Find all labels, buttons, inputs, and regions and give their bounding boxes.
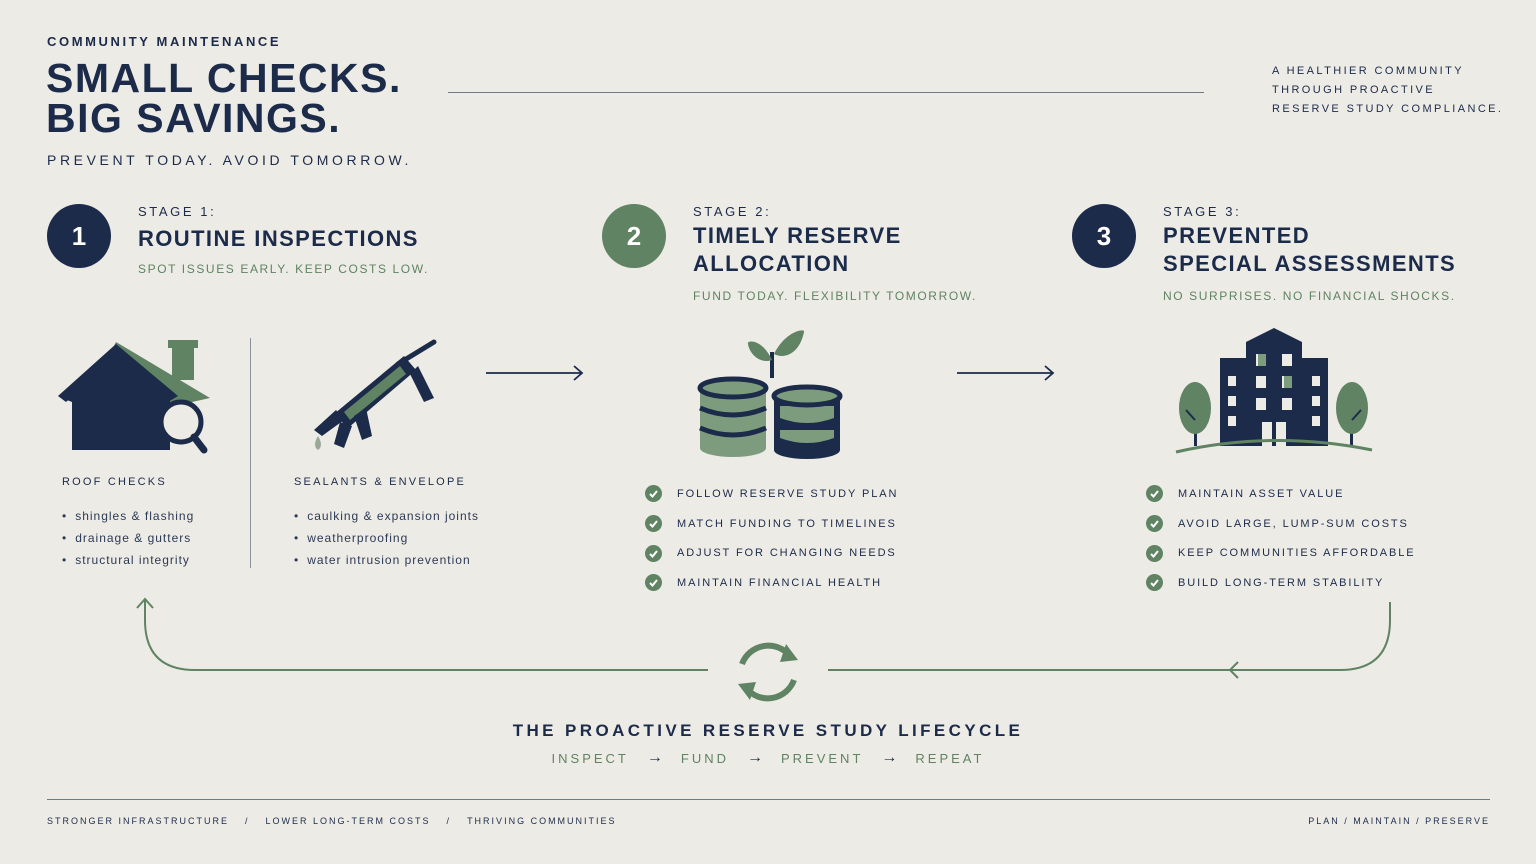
tagline-line-3: RESERVE STUDY COMPLIANCE.	[1272, 103, 1504, 115]
stage-2-title-line-1: TIMELY RESERVE	[693, 223, 902, 248]
checklist-text: BUILD LONG-TERM STABILITY	[1178, 576, 1385, 589]
checklist-text: MATCH FUNDING TO TIMELINES	[677, 517, 897, 530]
refresh-cycle-icon	[738, 642, 798, 702]
checklist-text: KEEP COMMUNITIES AFFORDABLE	[1178, 547, 1416, 560]
roof-checks-title: ROOF CHECKS	[62, 476, 167, 488]
footer-item: THRIVING COMMUNITIES	[467, 816, 617, 826]
footer-item: STRONGER INFRASTRUCTURE	[47, 816, 230, 826]
stage-3-title: PREVENTED SPECIAL ASSESSMENTS	[1163, 222, 1456, 278]
list-item: weatherproofing	[294, 527, 479, 549]
check-icon	[1146, 544, 1163, 562]
sealants-envelope-list: caulking & expansion joints weatherproof…	[294, 505, 479, 571]
list-item: MAINTAIN ASSET VALUE	[1146, 479, 1416, 509]
lifecycle-step: FUND	[680, 750, 729, 766]
check-icon	[1146, 515, 1163, 533]
stage-1-number-badge: 1	[47, 204, 111, 268]
check-icon	[645, 515, 662, 533]
list-item: FOLLOW RESERVE STUDY PLAN	[645, 479, 898, 509]
check-icon	[1146, 574, 1163, 592]
stage-1-title: ROUTINE INSPECTIONS	[138, 225, 419, 253]
list-item: caulking & expansion joints	[294, 505, 479, 527]
check-icon	[645, 544, 662, 562]
footer-separator: /	[446, 816, 452, 826]
stage-3-subtitle: NO SURPRISES. NO FINANCIAL SHOCKS.	[1163, 289, 1456, 303]
tagline: A HEALTHIER COMMUNITY THROUGH PROACTIVE …	[1272, 62, 1503, 119]
eyebrow-label: COMMUNITY MAINTENANCE	[47, 34, 282, 49]
stage-2-title: TIMELY RESERVE ALLOCATION	[693, 222, 902, 278]
lifecycle-steps: INSPECT → FUND → PREVENT → REPEAT	[0, 749, 1536, 767]
check-icon	[1146, 485, 1163, 503]
footer-divider	[47, 799, 1490, 800]
lifecycle-step: REPEAT	[915, 750, 985, 766]
footer-item: LOWER LONG-TERM COSTS	[265, 816, 431, 826]
lifecycle-step: INSPECT	[551, 750, 629, 766]
arrow-right-icon	[486, 365, 584, 381]
list-item: BUILD LONG-TERM STABILITY	[1146, 568, 1416, 598]
tagline-line-1: A HEALTHIER COMMUNITY	[1272, 65, 1464, 77]
stage-3-title-line-1: PREVENTED	[1163, 223, 1311, 248]
stage-2-title-line-2: ALLOCATION	[693, 251, 850, 276]
stage-2-subtitle: FUND TODAY. FLEXIBILITY TOMORROW.	[693, 289, 977, 303]
footer-left: STRONGER INFRASTRUCTURE / LOWER LONG-TER…	[47, 816, 617, 826]
list-item: water intrusion prevention	[294, 549, 479, 571]
check-icon	[645, 574, 662, 592]
headline-line-2: BIG SAVINGS.	[46, 95, 342, 141]
lifecycle-step: PREVENT	[780, 750, 864, 766]
stage-1-subtitle: SPOT ISSUES EARLY. KEEP COSTS LOW.	[138, 262, 429, 276]
stage-2-label: STAGE 2:	[693, 204, 772, 219]
checklist-text: MAINTAIN ASSET VALUE	[1178, 487, 1345, 500]
headline-line-1: SMALL CHECKS.	[46, 55, 402, 101]
coin-stack-right	[771, 384, 843, 459]
list-item: KEEP COMMUNITIES AFFORDABLE	[1146, 538, 1416, 568]
sealants-envelope-title: SEALANTS & ENVELOPE	[294, 476, 467, 488]
coin-stack-left	[697, 376, 769, 457]
arrow-right-icon: →	[881, 749, 898, 766]
checklist-text: AVOID LARGE, LUMP-SUM COSTS	[1178, 517, 1409, 530]
list-item: MAINTAIN FINANCIAL HEALTH	[645, 568, 898, 598]
list-item: MATCH FUNDING TO TIMELINES	[645, 509, 898, 539]
page-headline: SMALL CHECKS. BIG SAVINGS.	[46, 55, 402, 141]
list-item: structural integrity	[62, 549, 194, 571]
caulk-gun-icon	[314, 339, 437, 450]
list-item: AVOID LARGE, LUMP-SUM COSTS	[1146, 509, 1416, 539]
stage-1-title-line-1: ROUTINE INSPECTIONS	[138, 226, 419, 251]
check-icon	[645, 485, 662, 503]
stage-3-label: STAGE 3:	[1163, 204, 1242, 219]
header-divider	[448, 92, 1204, 93]
list-item: shingles & flashing	[62, 505, 194, 527]
arrow-right-icon	[957, 365, 1055, 381]
tagline-line-2: THROUGH PROACTIVE	[1272, 84, 1436, 96]
stage-3-checklist: MAINTAIN ASSET VALUE AVOID LARGE, LUMP-S…	[1146, 479, 1416, 598]
arrow-right-icon: →	[746, 749, 763, 766]
page-subhead: PREVENT TODAY. AVOID TOMORROW.	[47, 152, 412, 168]
checklist-text: FOLLOW RESERVE STUDY PLAN	[677, 487, 899, 500]
stage-3-number-badge: 3	[1072, 204, 1136, 268]
coins-sprout-icon	[697, 330, 843, 459]
house-magnifier-icon	[58, 340, 210, 454]
stage-1-label: STAGE 1:	[138, 204, 217, 219]
list-item: drainage & gutters	[62, 527, 194, 549]
lifecycle-loop	[136, 597, 1391, 679]
stage-1-column-divider	[250, 338, 251, 568]
stage-2-checklist: FOLLOW RESERVE STUDY PLAN MATCH FUNDING …	[645, 479, 898, 598]
checklist-text: ADJUST FOR CHANGING NEEDS	[677, 547, 897, 560]
footer-right: PLAN / MAINTAIN / PRESERVE	[1308, 816, 1490, 826]
lifecycle-title: THE PROACTIVE RESERVE STUDY LIFECYCLE	[512, 721, 1024, 740]
arrow-right-icon: →	[646, 749, 663, 766]
stage-3-title-line-2: SPECIAL ASSESSMENTS	[1163, 251, 1457, 276]
list-item: ADJUST FOR CHANGING NEEDS	[645, 538, 898, 568]
footer-separator: /	[245, 816, 250, 826]
stage-2-number-badge: 2	[602, 204, 666, 268]
building-trees-icon	[1175, 328, 1373, 454]
roof-checks-list: shingles & flashing drainage & gutters s…	[62, 505, 194, 571]
checklist-text: MAINTAIN FINANCIAL HEALTH	[677, 576, 882, 589]
